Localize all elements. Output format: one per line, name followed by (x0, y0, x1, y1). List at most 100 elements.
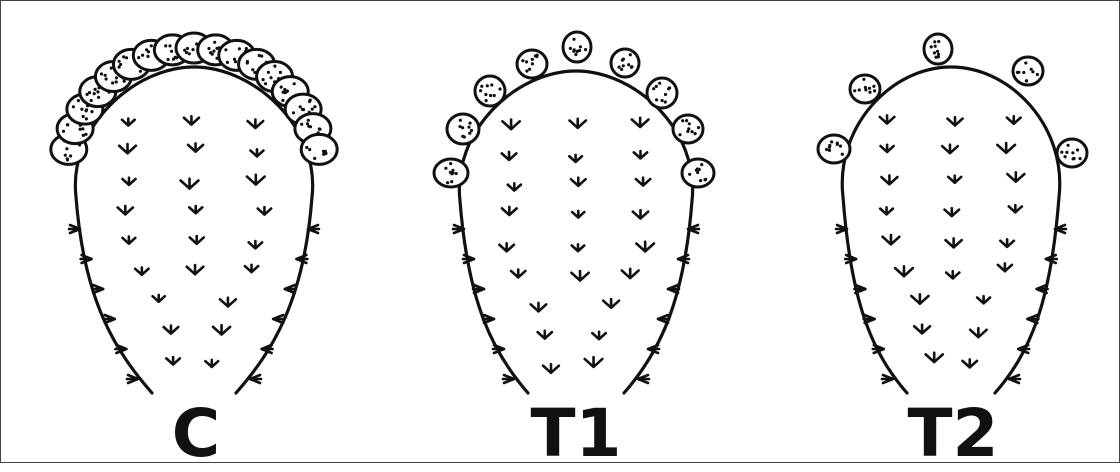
edge-spike (1009, 375, 1020, 383)
edge-spike (503, 375, 514, 383)
cell-dot (279, 71, 282, 74)
cell-dot (828, 144, 831, 147)
cell-dot (172, 58, 175, 61)
cell-dot (96, 90, 99, 93)
cell-t1-8 (673, 115, 703, 143)
cell-dot (444, 167, 447, 170)
cell-dot (521, 59, 524, 62)
cell-dot (267, 71, 270, 74)
cell-dot (115, 80, 118, 83)
cell-dot (307, 125, 310, 128)
cell-dot (260, 55, 263, 58)
cell-dot (64, 154, 67, 157)
cell-dot (211, 53, 214, 56)
cell-dot (246, 61, 249, 64)
cell-dot (93, 92, 96, 95)
cell-dot (627, 63, 630, 66)
cell-dot (578, 49, 581, 52)
embryo-t1 (434, 32, 714, 393)
cell-dot (525, 69, 528, 72)
cell-dot (489, 94, 492, 97)
cell-dot (933, 40, 936, 43)
cell-dot (100, 72, 103, 75)
cell-dot (238, 47, 241, 50)
cell-dot (699, 179, 702, 182)
cell-dot (318, 127, 321, 130)
cell-dot (167, 58, 170, 61)
cell-dot (118, 60, 121, 63)
cell-dot (137, 56, 140, 59)
cell-t2-1 (818, 135, 850, 163)
cell-dot (858, 88, 861, 91)
cell-dot (305, 146, 308, 149)
cell-dot (1071, 151, 1074, 154)
cell-dot (828, 149, 831, 152)
cell-dot (300, 123, 303, 126)
cell-dot (164, 44, 167, 47)
embryo-t2 (818, 34, 1087, 393)
cell-dot (141, 54, 144, 57)
cell-dot (525, 60, 528, 63)
cell-dot (531, 58, 534, 61)
cell-dot (461, 126, 464, 129)
cell-dot (618, 66, 621, 69)
cell-dot (569, 47, 572, 50)
cell-dot (311, 108, 314, 111)
cell-dot (146, 55, 149, 58)
cell-dot (105, 77, 108, 80)
cell-c-17 (301, 134, 337, 164)
cell-dot (493, 94, 496, 97)
cell-dot (281, 99, 284, 102)
cell-dot (872, 85, 875, 88)
cell-dot (186, 47, 189, 50)
cell-dot (302, 108, 305, 111)
cell-outline (611, 49, 639, 77)
cell-dot (224, 48, 227, 51)
cell-dot (72, 105, 75, 108)
cell-dot (498, 87, 501, 90)
cell-t2-4 (1013, 57, 1043, 85)
cell-outline (301, 134, 337, 164)
cell-dot (313, 105, 316, 108)
cell-outline (647, 78, 677, 108)
cell-dot (658, 82, 661, 85)
cell-dot (652, 87, 655, 90)
cell-dot (862, 78, 865, 81)
cell-dot (115, 76, 118, 79)
cell-outline (563, 32, 591, 62)
cell-dot (86, 93, 89, 96)
cell-dot (825, 148, 828, 151)
cell-dot (62, 130, 65, 133)
cell-dot (104, 74, 107, 77)
cell-dot (308, 148, 311, 151)
cell-dot (696, 167, 699, 170)
cell-dot (111, 81, 114, 84)
cell-dot (1025, 79, 1028, 82)
cell-dot (572, 50, 575, 53)
cell-dot (1016, 71, 1019, 74)
cell-dot (461, 135, 464, 138)
cell-dot (82, 115, 85, 118)
cell-dot (700, 163, 703, 166)
cell-dot (868, 87, 871, 90)
cell-dot (251, 68, 254, 71)
cell-dot (691, 130, 694, 133)
cell-dot (97, 96, 100, 99)
cell-dot (150, 44, 153, 47)
cell-dot (480, 85, 483, 88)
cell-dot (1073, 157, 1076, 160)
cell-dot (668, 86, 671, 89)
cell-dot (868, 91, 871, 94)
cell-dot (937, 53, 940, 56)
cell-dot (1065, 151, 1068, 154)
cell-dot (688, 122, 691, 125)
cell-dot (468, 122, 471, 125)
cell-dot (470, 129, 473, 132)
cell-dot (123, 80, 126, 83)
cell-dot (191, 48, 194, 51)
cell-dot (168, 44, 171, 47)
cell-dot (1067, 144, 1070, 147)
cell-dot (307, 119, 310, 122)
cell-dot (621, 59, 624, 62)
